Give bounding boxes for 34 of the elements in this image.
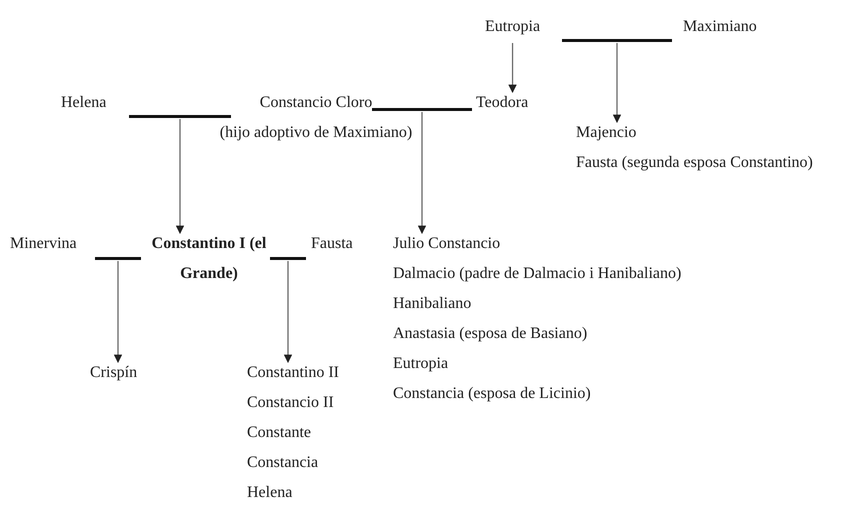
descent-arrow xyxy=(114,261,122,364)
descent-arrow xyxy=(612,43,622,124)
person-name: Minervina xyxy=(10,234,77,254)
person-name: Eutropia xyxy=(485,17,540,37)
person-name: Constantino I (el Grande) xyxy=(150,234,268,284)
marriage-line xyxy=(129,115,231,118)
person-name: Fausta xyxy=(311,234,353,254)
descendant-name: Majencio xyxy=(576,123,636,143)
descent-arrow xyxy=(508,43,517,94)
marriage-line xyxy=(372,108,472,111)
descendant-name: Fausta (segunda esposa Constantino) xyxy=(576,153,813,173)
marriage-line xyxy=(562,39,672,42)
descendant-name: Hanibaliano xyxy=(393,294,472,314)
descendant-name: Julio Constancio xyxy=(393,234,500,254)
descendant-name: Constancio Cloro xyxy=(260,93,372,113)
descendant-name: (hijo adoptivo de Maximiano) xyxy=(220,123,412,143)
descent-arrow xyxy=(284,261,292,364)
descent-arrow xyxy=(418,112,426,234)
marriage-line xyxy=(95,257,141,260)
person-name: Crispín xyxy=(90,363,138,383)
descendant-name: Dalmacio (padre de Dalmacio i Hanibaliano) xyxy=(393,264,682,284)
person-name: Teodora xyxy=(476,93,528,113)
marriage-line xyxy=(270,257,306,260)
descendant-name: Eutropia xyxy=(393,354,448,374)
descendant-name: Constante xyxy=(247,423,311,443)
descent-arrow xyxy=(176,119,184,234)
descendant-name: Anastasia (esposa de Basiano) xyxy=(393,324,588,344)
descendant-name: Constancio II xyxy=(247,393,334,413)
person-name: Helena xyxy=(61,93,106,113)
descendant-name: Constancia (esposa de Licinio) xyxy=(393,384,591,404)
descendant-name: Helena xyxy=(247,483,292,503)
person-name: Maximiano xyxy=(683,17,757,37)
descendant-name: Constantino II xyxy=(247,363,339,383)
descendant-name: Constancia xyxy=(247,453,318,473)
